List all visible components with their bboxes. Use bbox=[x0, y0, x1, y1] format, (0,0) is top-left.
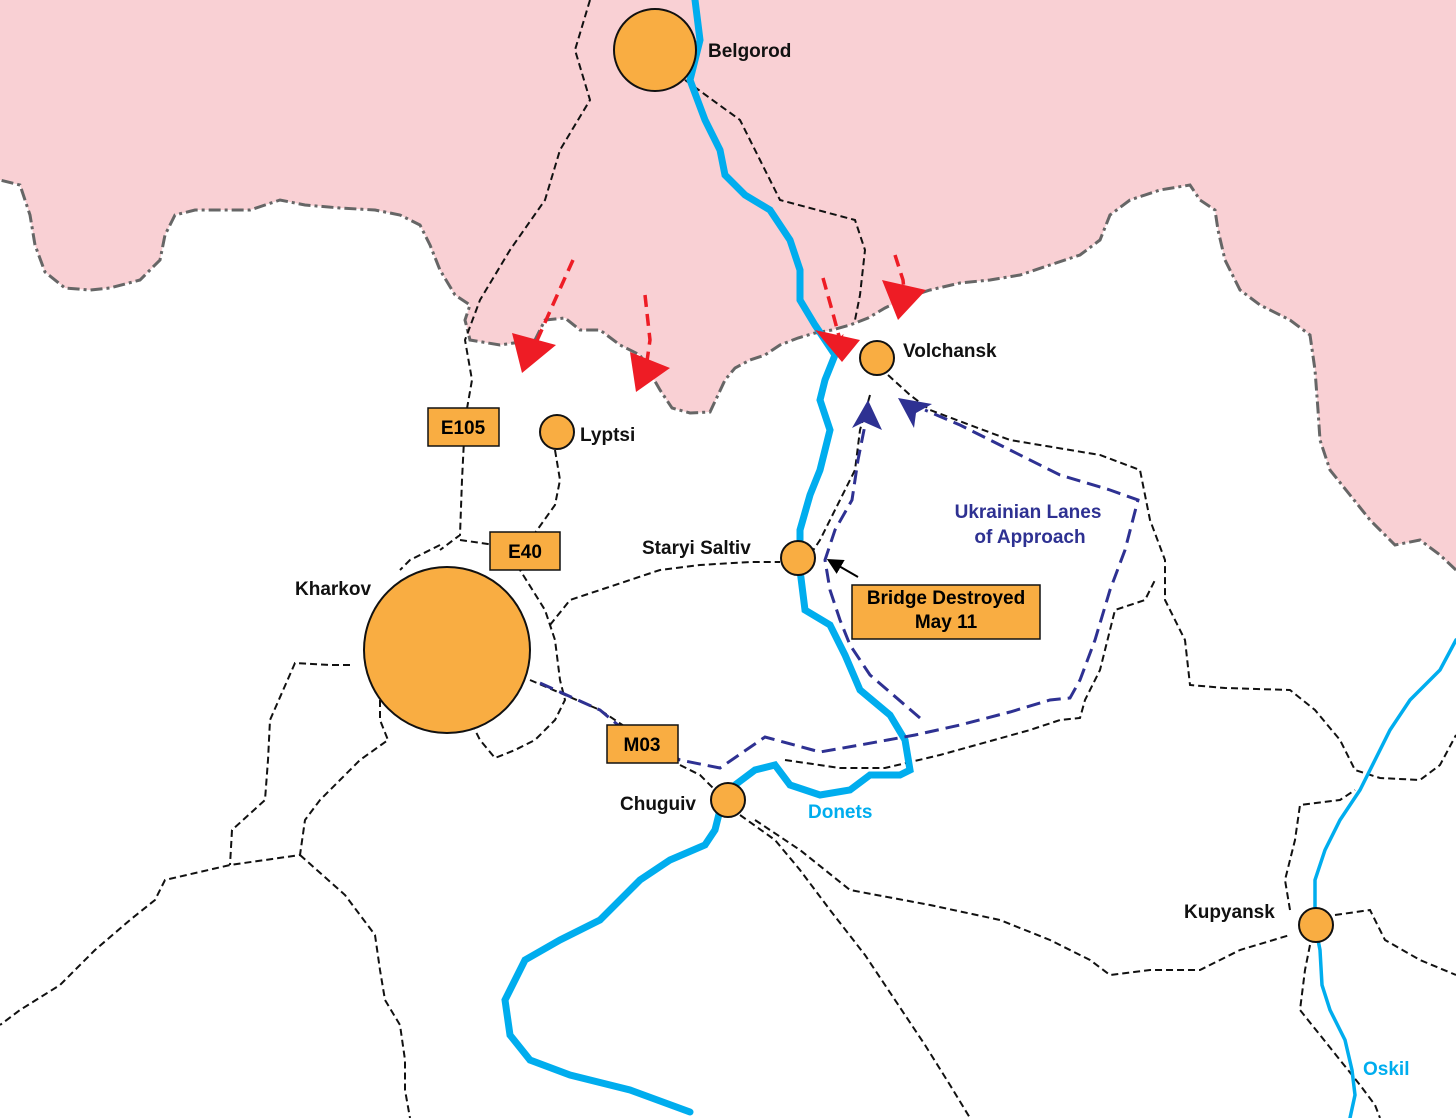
bridge-pointer-arrow bbox=[826, 559, 859, 578]
road-label-e40-text: E40 bbox=[508, 542, 542, 563]
road-label-m03: M03 bbox=[606, 724, 679, 764]
city-label-kupyansk: Kupyansk bbox=[1184, 902, 1275, 923]
road-label-e105-text: E105 bbox=[441, 418, 486, 439]
oskil-river bbox=[1313, 638, 1456, 1118]
city-label-volchansk: Volchansk bbox=[903, 341, 997, 362]
city-marker-kharkov bbox=[363, 566, 531, 734]
city-marker-chuguiv bbox=[710, 782, 746, 818]
river-label-oskil: Oskil bbox=[1363, 1059, 1409, 1080]
city-marker-belgorod bbox=[613, 8, 697, 92]
red-arrowheads bbox=[512, 280, 926, 392]
donets-river bbox=[501, 0, 914, 1116]
city-label-chuguiv: Chuguiv bbox=[620, 794, 696, 815]
blue-arrowheads bbox=[852, 398, 932, 430]
road-label-m03-text: M03 bbox=[624, 735, 661, 756]
bridge-destroyed-box: Bridge Destroyed May 11 bbox=[851, 584, 1041, 640]
attack-arrow bbox=[821, 277, 844, 345]
city-marker-lyptsi bbox=[539, 414, 575, 450]
ukrainian-lanes bbox=[539, 408, 1140, 770]
city-marker-kupyansk bbox=[1298, 907, 1334, 943]
city-label-staryi-saltiv: Staryi Saltiv bbox=[642, 538, 751, 559]
lanes-label-line2: of Approach bbox=[974, 527, 1085, 548]
city-label-belgorod: Belgorod bbox=[708, 41, 791, 62]
lanes-label-line1: Ukrainian Lanes bbox=[955, 502, 1102, 523]
attack-arrow bbox=[532, 259, 575, 350]
city-markers bbox=[363, 8, 1334, 943]
city-marker-volchansk bbox=[859, 340, 895, 376]
bridge-destroyed-line2: May 11 bbox=[915, 612, 978, 633]
city-marker-staryi-saltiv bbox=[780, 540, 816, 576]
bridge-destroyed-line1: Bridge Destroyed bbox=[867, 588, 1025, 609]
ukrainian-lane bbox=[823, 424, 921, 720]
russia-territory bbox=[0, 0, 1456, 570]
road-label-e105: E105 bbox=[427, 407, 500, 447]
ukrainian-lane bbox=[539, 408, 1140, 770]
river-label-donets: Donets bbox=[808, 802, 872, 823]
road-label-e40: E40 bbox=[489, 531, 561, 571]
city-label-kharkov: Kharkov bbox=[295, 579, 371, 600]
city-label-lyptsi: Lyptsi bbox=[580, 425, 635, 446]
